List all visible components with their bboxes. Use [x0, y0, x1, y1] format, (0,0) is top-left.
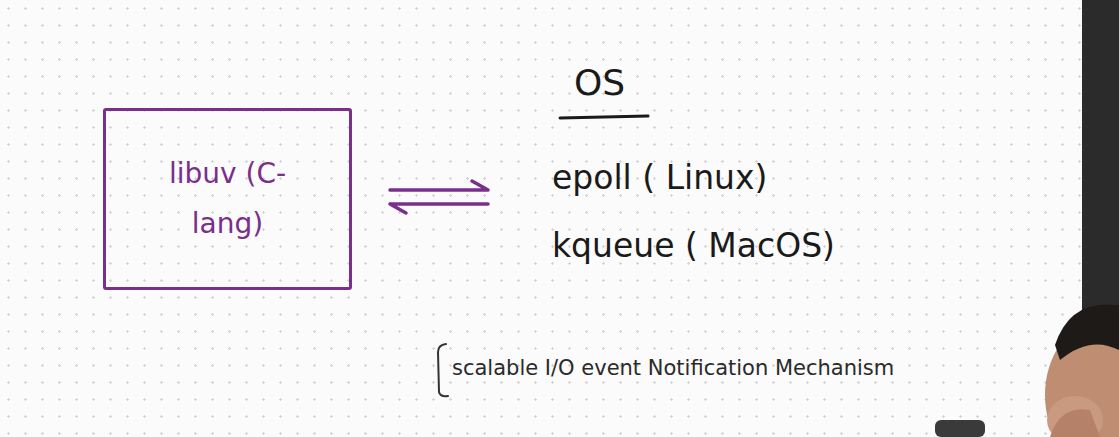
node-text: libuv (C-lang): [153, 149, 303, 250]
microphone: [935, 420, 985, 437]
presenter: [1045, 305, 1119, 437]
node-text: epoll ( Linux): [552, 158, 767, 197]
note-text: scalable I/O event Notification Mechanis…: [452, 356, 894, 380]
process-box: libuv (C-lang): [103, 108, 352, 290]
bidirectional-arrow: [390, 181, 488, 213]
heading-underline: [560, 116, 648, 118]
heading-text: OS: [574, 62, 625, 103]
node-text: kqueue ( MacOS): [552, 226, 835, 265]
text-group: OS epoll ( Linux) kqueue ( MacOS): [548, 62, 839, 269]
bracket: [438, 344, 448, 396]
